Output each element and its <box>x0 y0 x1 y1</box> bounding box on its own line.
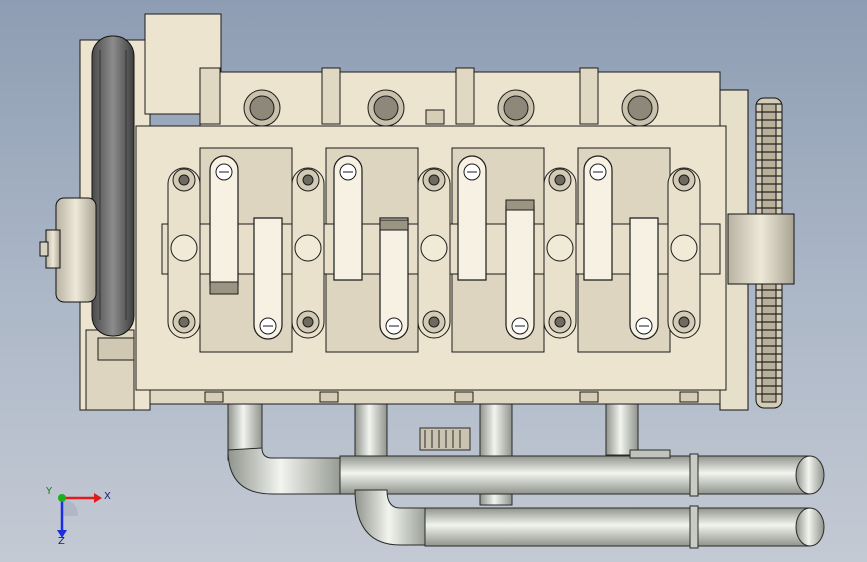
timing-pulley <box>39 35 135 337</box>
triad-axes-icon <box>57 493 102 538</box>
cam-cover-top <box>199 67 721 133</box>
exhaust-manifold <box>227 394 825 549</box>
y-axis-label: Y <box>46 486 53 497</box>
cap-bolts <box>170 168 698 334</box>
rocker-pivots <box>215 163 653 335</box>
lower-flange <box>204 391 699 403</box>
z-axis-label: Z <box>58 536 65 547</box>
gear-teeth <box>756 103 782 395</box>
coordinate-triad: X Y Z <box>40 478 120 548</box>
rocker-arms <box>209 155 659 340</box>
cam-lobes <box>209 199 535 295</box>
x-axis-label: X <box>104 491 111 502</box>
